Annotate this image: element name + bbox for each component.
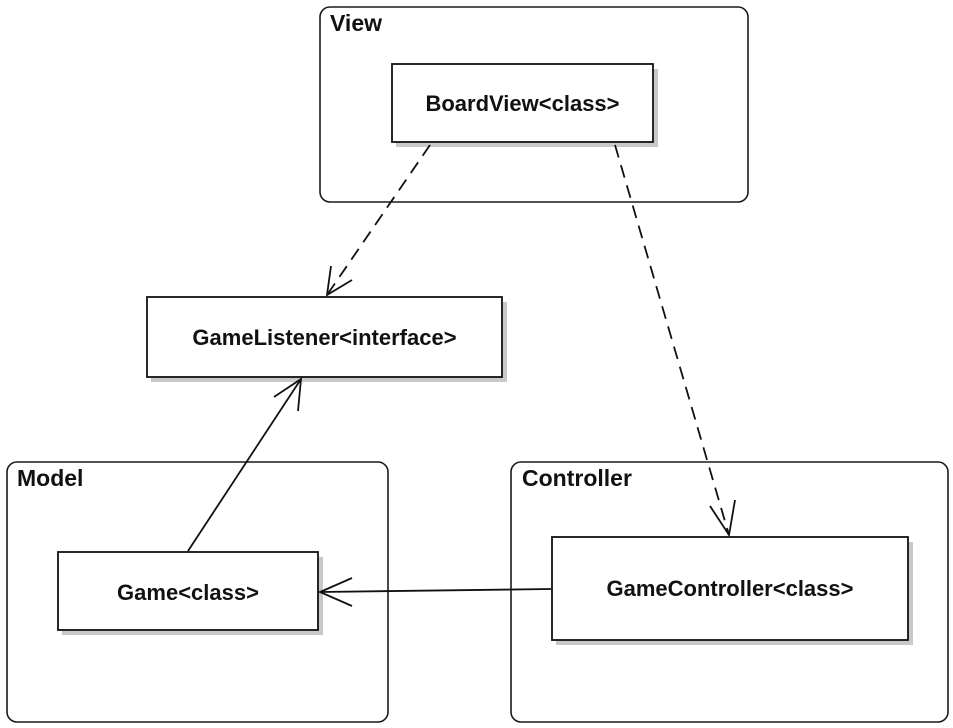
class-game: Game<class> — [57, 551, 323, 635]
edge-boardview-gamelistener-line — [326, 144, 431, 296]
edge-game-gamelistener-line — [187, 378, 302, 552]
edge-boardview-gamelistener-arrowhead — [325, 265, 353, 297]
class-boardview: BoardView<class> — [391, 63, 658, 147]
edge-game-gamelistener-arrowhead — [273, 377, 303, 412]
edge-boardview-gamecontroller-line — [614, 144, 730, 536]
edge-gamecontroller-game-line — [319, 588, 552, 593]
edge-gamecontroller-to-game — [317, 577, 552, 607]
class-boardview-label: BoardView<class> — [425, 91, 619, 116]
class-gamecontroller: GameController<class> — [551, 536, 913, 645]
edge-gamecontroller-game-arrowhead — [317, 577, 353, 607]
class-gamelistener: GameListener<interface> — [146, 296, 507, 382]
package-view-title: View — [330, 10, 382, 36]
class-boardview-box — [391, 63, 654, 143]
edge-boardview-to-gamecontroller — [614, 144, 736, 538]
class-gamecontroller-box — [551, 536, 909, 641]
edge-boardview-to-gamelistener — [325, 144, 431, 297]
class-gamecontroller-label: GameController<class> — [606, 576, 853, 601]
package-controller-title: Controller — [522, 465, 632, 491]
class-game-box — [57, 551, 319, 631]
package-model-title: Model — [17, 465, 83, 491]
class-gamelistener-label: GameListener<interface> — [192, 325, 456, 350]
class-gamelistener-box — [146, 296, 503, 378]
edge-game-to-gamelistener — [187, 377, 303, 552]
edge-boardview-gamecontroller-arrowhead — [709, 499, 736, 538]
class-game-label: Game<class> — [117, 580, 259, 605]
